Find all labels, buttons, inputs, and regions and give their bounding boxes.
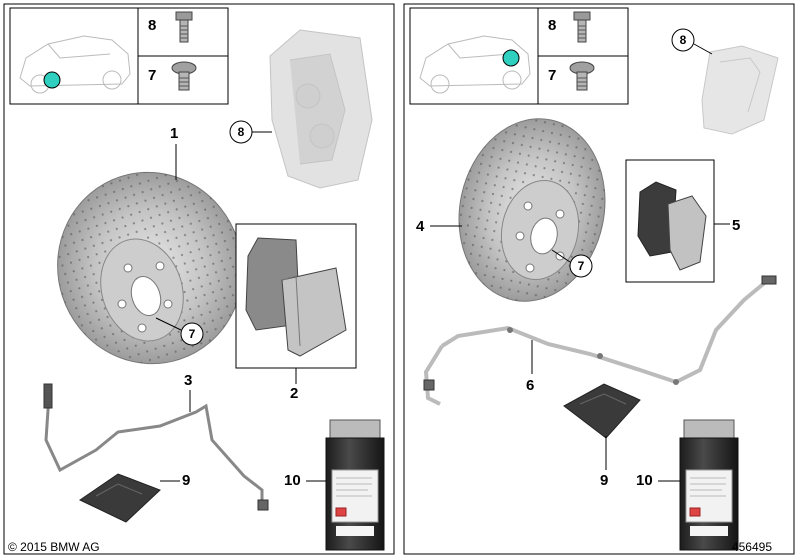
bolt-icon: [573, 11, 591, 43]
rear-axle-marker-icon: [502, 49, 520, 67]
front-brake-disc: [57, 171, 243, 365]
left-inset: 8 7: [9, 7, 229, 105]
cleaning-cloth-rear: [563, 383, 641, 439]
right-panel: 8 7 8: [403, 3, 795, 555]
cleaning-cloth: [79, 473, 161, 523]
rear-wear-sensor: [423, 275, 777, 406]
rear-caliper-ghost: [701, 45, 779, 135]
document-number: 456495: [731, 540, 772, 554]
front-axle-marker-icon: [43, 71, 61, 89]
spray-can-rear: [679, 419, 739, 551]
front-brake-pads: [235, 223, 357, 369]
front-wear-sensor: [43, 383, 269, 511]
inset-label-7: 7: [148, 67, 156, 84]
callout-3: 3: [184, 372, 192, 389]
callout-2: 2: [290, 385, 298, 402]
screw-icon: [569, 61, 595, 91]
circled-label-7-left: 7: [189, 327, 196, 341]
callout-5: 5: [732, 217, 740, 234]
callout-10-right: 10: [636, 472, 653, 489]
screw-icon: [171, 61, 197, 91]
rear-brake-disc: [458, 118, 606, 302]
caliper-ghost: [269, 29, 373, 189]
inset-label-8-right: 8: [548, 17, 556, 34]
inset-label-8: 8: [148, 17, 156, 34]
callout-6: 6: [526, 377, 534, 394]
circled-callout-7-left: [180, 322, 204, 346]
circled-callout-7-right: [569, 254, 593, 278]
callout-4: 4: [416, 218, 425, 235]
callout-9-right: 9: [600, 472, 608, 489]
spray-can: [325, 419, 385, 551]
left-panel: 8 7 8: [3, 3, 395, 555]
circled-label-8-right: 8: [680, 33, 687, 47]
callout-9-left: 9: [182, 472, 190, 489]
circled-label-8: 8: [238, 125, 245, 139]
circled-label-7-right: 7: [578, 259, 585, 273]
car-outline-icon: [419, 35, 531, 94]
callout-10-left: 10: [284, 472, 301, 489]
copyright-text: © 2015 BMW AG: [8, 540, 100, 554]
rear-brake-pads: [625, 159, 715, 283]
circled-callout-8-right: [671, 28, 695, 52]
callout-1: 1: [170, 125, 178, 142]
right-inset: 8 7: [409, 7, 629, 105]
inset-label-7-right: 7: [548, 67, 556, 84]
bolt-icon: [175, 11, 193, 43]
car-outline-icon: [19, 35, 131, 94]
